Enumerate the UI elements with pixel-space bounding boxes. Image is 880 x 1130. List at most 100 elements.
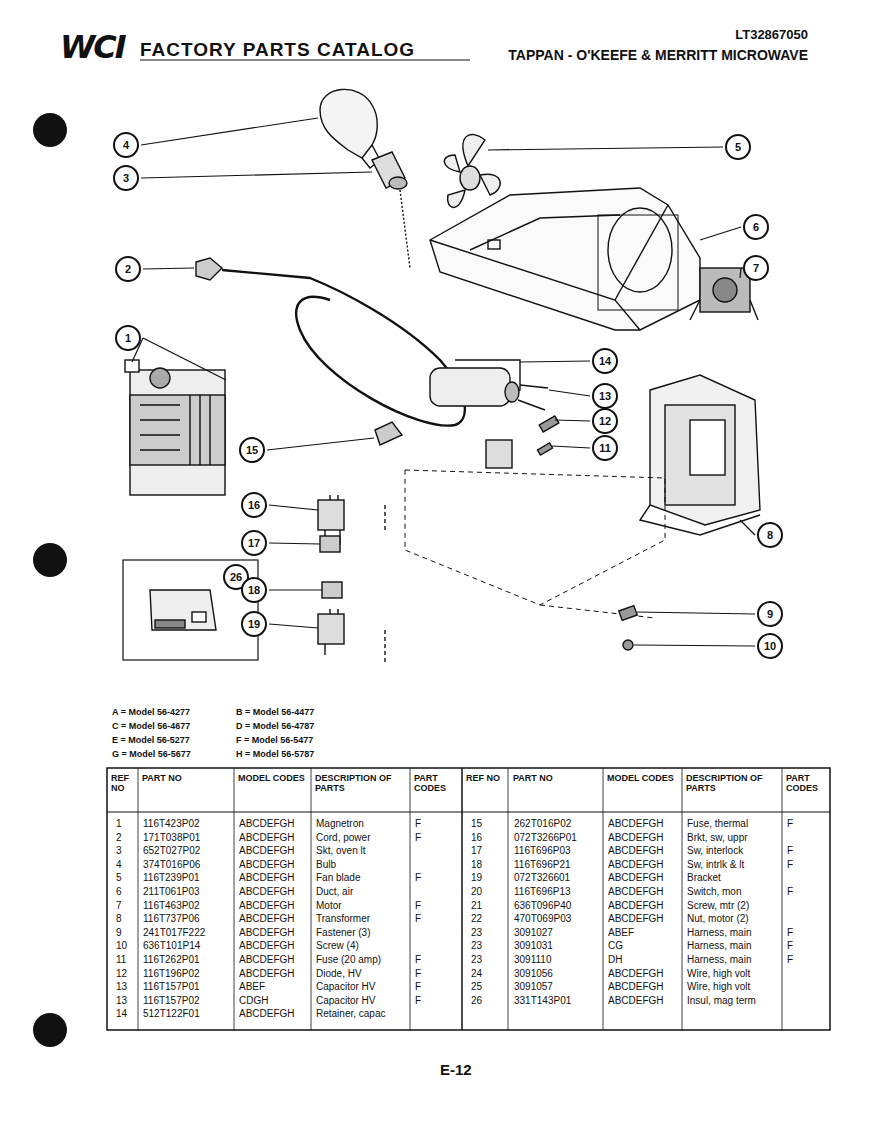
code-header: PART CODES — [414, 774, 460, 794]
ref-number: 17 — [471, 845, 482, 856]
part-number: 374T016P06 — [143, 859, 200, 870]
part-code: F — [415, 995, 421, 1006]
ref-number: 23 — [471, 940, 482, 951]
ref-number: 18 — [471, 859, 482, 870]
part-number: 116T157P01 — [143, 981, 200, 992]
part-description: Harness, main — [687, 940, 751, 951]
callout-circle: 6 — [743, 214, 769, 240]
ref-number: 5 — [116, 872, 122, 883]
ref-number: 12 — [116, 968, 127, 979]
callout-circle: 1 — [115, 325, 141, 351]
part-code: F — [415, 872, 421, 883]
callout-number: 7 — [753, 263, 759, 274]
part-number: 3091031 — [514, 940, 553, 951]
part-number: 116T737P06 — [143, 913, 200, 924]
part-description: Motor — [316, 900, 342, 911]
callout-circle: 3 — [113, 165, 139, 191]
callout-circle: 19 — [241, 611, 267, 637]
callout-number: 1 — [125, 333, 131, 344]
ref-number: 25 — [471, 981, 482, 992]
part-number: 331T143P01 — [514, 995, 571, 1006]
ref-number: 3 — [116, 845, 122, 856]
callout-number: 4 — [123, 140, 129, 151]
model-codes: ABCDEFGH — [608, 818, 664, 829]
part-number: 116T239P01 — [143, 872, 200, 883]
callout-circle: 16 — [241, 492, 267, 518]
callout-number: 18 — [248, 585, 260, 596]
callout-circle: 12 — [592, 408, 618, 434]
model-codes: ABCDEFGH — [239, 832, 295, 843]
ref-number: 8 — [116, 913, 122, 924]
part-description: Insul, mag term — [687, 995, 756, 1006]
model-codes: ABCDEFGH — [239, 968, 295, 979]
model-codes: ABCDEFGH — [239, 818, 295, 829]
part-number: 171T038P01 — [143, 832, 200, 843]
ref-number: 11 — [116, 954, 126, 965]
part-number: 116T196P02 — [143, 968, 200, 979]
code-header: PART CODES — [786, 774, 828, 794]
callout-number: 19 — [248, 619, 260, 630]
callout-number: 12 — [599, 416, 611, 427]
callout-number: 16 — [248, 500, 260, 511]
callout-circle: 2 — [115, 256, 141, 282]
part-code: F — [787, 845, 793, 856]
callout-circle: 18 — [241, 577, 267, 603]
model-codes: ABCDEFGH — [239, 872, 295, 883]
ref-number: 22 — [471, 913, 482, 924]
callout-number: 9 — [767, 609, 773, 620]
model-codes: CDGH — [239, 995, 268, 1006]
model-codes: ABCDEFGH — [608, 859, 664, 870]
part-description: Harness, main — [687, 954, 751, 965]
part-description: Sw, interlock — [687, 845, 743, 856]
callout-circle: 4 — [113, 132, 139, 158]
callout-number: 6 — [753, 222, 759, 233]
part-description: Magnetron — [316, 818, 364, 829]
part-description: Fuse, thermal — [687, 818, 748, 829]
model-key: B = Model 56-4477 — [236, 708, 314, 718]
part-description: Skt, oven lt — [316, 845, 365, 856]
part-number: 512T122F01 — [143, 1008, 200, 1019]
callout-circle: 8 — [757, 522, 783, 548]
part-code: F — [787, 927, 793, 938]
model-codes: ABCDEFGH — [239, 886, 295, 897]
part-number: 3091027 — [514, 927, 553, 938]
callout-circle: 9 — [757, 601, 783, 627]
model-codes: ABCDEFGH — [608, 913, 664, 924]
callout-circle: 13 — [592, 383, 618, 409]
part-code: F — [415, 900, 421, 911]
part-description: Harness, main — [687, 927, 751, 938]
part-code: F — [415, 913, 421, 924]
part-number: 262T016P02 — [514, 818, 571, 829]
part-description: Transformer — [316, 913, 370, 924]
callout-circle: 17 — [241, 530, 267, 556]
part-description: Bracket — [687, 872, 721, 883]
model-codes: ABCDEFGH — [239, 913, 295, 924]
callout-number: 15 — [246, 445, 258, 456]
ref-number: 13 — [116, 981, 127, 992]
catalog-number: LT32867050 — [735, 28, 808, 42]
model-key: C = Model 56-4677 — [112, 722, 190, 732]
callout-number: 26 — [230, 572, 242, 583]
part-number: 241T017F222 — [143, 927, 205, 938]
part-code: F — [787, 818, 793, 829]
model-key: E = Model 56-5277 — [112, 736, 190, 746]
callout-number: 10 — [764, 641, 776, 652]
part-number: 3091057 — [514, 981, 553, 992]
part-header: PART NO — [142, 774, 232, 784]
callout-number: 13 — [599, 391, 611, 402]
part-description: Diode, HV — [316, 968, 362, 979]
brand-logo: WCI — [60, 30, 125, 65]
part-number: 116T157P02 — [143, 995, 200, 1006]
description-header: DESCRIPTION OF PARTS — [686, 774, 779, 794]
part-number: 116T696P21 — [514, 859, 571, 870]
part-number: 116T262P01 — [143, 954, 200, 965]
callout-number: 3 — [123, 173, 129, 184]
part-number: 3091110 — [514, 954, 551, 965]
part-number: 116T423P02 — [143, 818, 200, 829]
callout-number: 17 — [248, 538, 260, 549]
ref-number: 7 — [116, 900, 122, 911]
part-number: 652T027P02 — [143, 845, 200, 856]
model-key: G = Model 56-5677 — [112, 750, 191, 760]
ref-number: 16 — [471, 832, 482, 843]
part-code: F — [787, 886, 793, 897]
